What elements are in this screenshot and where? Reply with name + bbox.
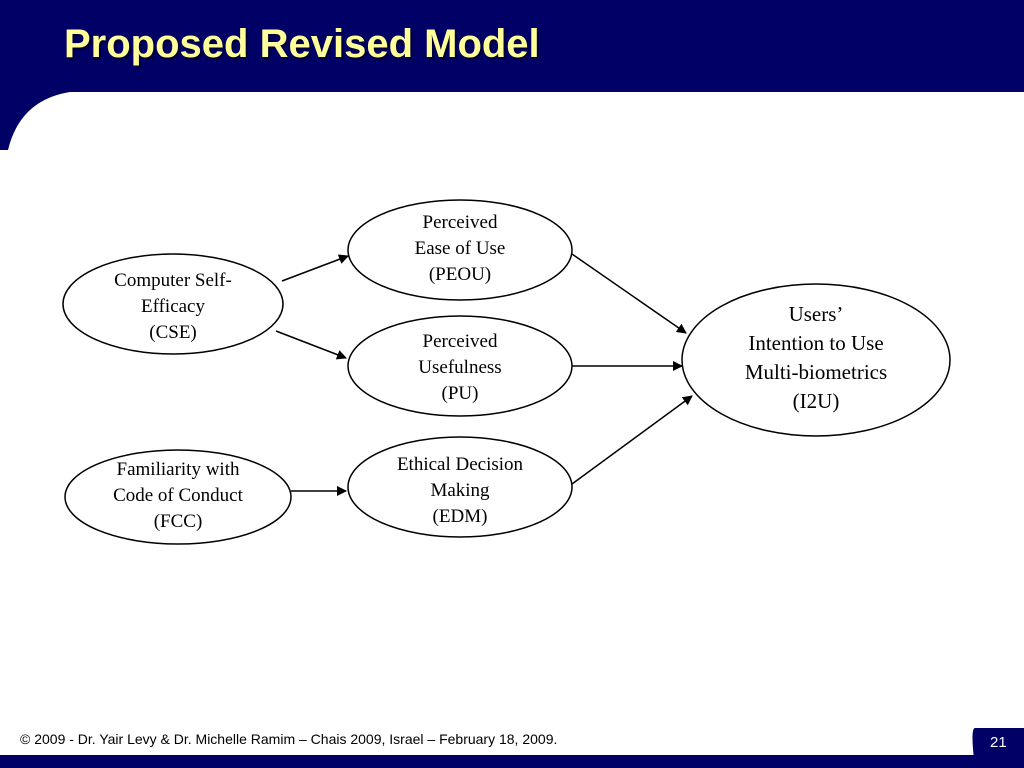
- node-pu-line: (PU): [441, 383, 479, 405]
- page-number: 21: [990, 734, 1007, 751]
- arrow-cse-to-pu: [275, 330, 347, 360]
- node-peou-line: Perceived: [422, 212, 498, 233]
- node-pu-line: Usefulness: [418, 357, 502, 379]
- node-pu-line: Perceived: [422, 331, 498, 352]
- node-cse-line: Computer Self-: [114, 270, 232, 291]
- node-i2u-line: Users’: [788, 302, 844, 326]
- node-i2u-ellipse: [681, 283, 951, 437]
- node-edm-line: (EDM): [432, 506, 488, 528]
- footer-copyright: © 2009 - Dr. Yair Levy & Dr. Michelle Ra…: [20, 731, 558, 747]
- node-fcc-line: Familiarity with: [116, 459, 240, 480]
- node-cse-line: Efficacy: [141, 296, 205, 318]
- node-edm-ellipse: [347, 436, 573, 538]
- node-fcc-ellipse: [64, 449, 292, 545]
- node-cse-label: Computer Self- Efficacy (CSE): [63, 268, 283, 347]
- node-peou-line: Ease of Use: [414, 238, 506, 260]
- node-peou-line: (PEOU): [428, 264, 492, 286]
- node-i2u-line: (I2U): [792, 388, 840, 413]
- node-edm-line: Making: [430, 480, 490, 502]
- node-edm-line: Ethical Decision: [396, 454, 524, 475]
- arrow-peou-to-i2u: [571, 253, 687, 334]
- arrow-edm-to-i2u: [571, 395, 693, 485]
- diagram-nodes: [62, 199, 951, 545]
- footer-page-tab: [972, 728, 1024, 768]
- node-i2u-line: Multi-biometrics: [744, 359, 888, 384]
- header-band: [0, 0, 1024, 150]
- node-pu-ellipse: [347, 315, 573, 417]
- node-fcc-line: Code of Conduct: [113, 485, 243, 507]
- node-peou-ellipse: [347, 199, 573, 301]
- node-cse-ellipse: [62, 253, 284, 355]
- slide-title: Proposed Revised Model: [64, 22, 540, 66]
- node-cse-line: (CSE): [149, 322, 197, 344]
- node-fcc-line: (FCC): [153, 511, 203, 533]
- footer-band: [0, 755, 1024, 768]
- arrow-cse-to-peou: [281, 254, 349, 282]
- diagram-edges: [275, 253, 693, 496]
- node-i2u-line: Intention to Use: [748, 330, 884, 355]
